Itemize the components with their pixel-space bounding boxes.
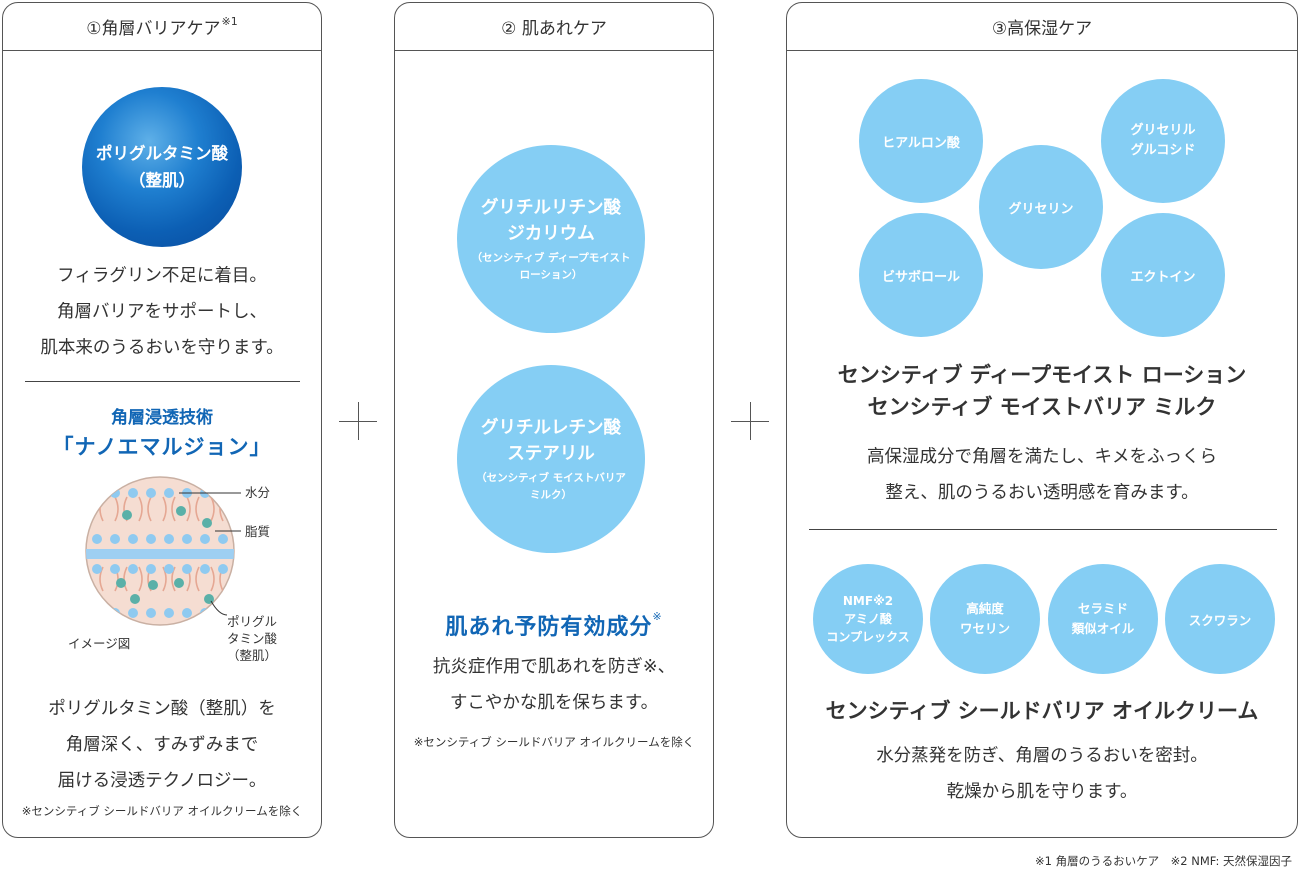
ingredient-name: ジカリウム <box>507 223 595 244</box>
label-line: ポリグル <box>227 614 278 629</box>
page-footnote: ※1 角層のうるおいケア ※2 NMF: 天然保湿因子 <box>1035 854 1292 868</box>
ingredient-name: グリチルレチン酸 <box>481 417 621 438</box>
ingredient-purpose: （整肌） <box>129 171 195 190</box>
ingredient-name: ポリグルタミン酸 <box>96 144 228 163</box>
ingredient-circle-ceramide-oil: セラミド 類似オイル <box>1048 564 1158 674</box>
ingredient-product: （センシティブ モイストバリア <box>476 471 626 484</box>
card-title: ② 肌あれケア <box>501 19 607 39</box>
ingredient-circle-glycerin: グリセリン <box>979 145 1103 269</box>
label-lipid: 脂質 <box>245 524 271 539</box>
exclusion-note: ※センシティブ シールドバリア オイルクリームを除く <box>21 804 303 818</box>
ingredient-name: エクトイン <box>1130 269 1196 285</box>
product-name: センシティブ シールドバリア オイルクリーム <box>825 699 1259 723</box>
description-line: 肌本来のうるおいを守ります。 <box>40 338 284 358</box>
description-line: すこやかな肌を保ちます。 <box>449 693 659 713</box>
product-name: センシティブ ディープモイスト ローション <box>837 363 1247 387</box>
plus-icon <box>731 402 769 440</box>
ingredient-name: アミノ酸 <box>844 612 892 626</box>
ingredient-circle-stearyl-glycyrrhetinate: グリチルレチン酸 ステアリル （センシティブ モイストバリア ミルク） <box>457 365 645 553</box>
divider <box>25 381 300 383</box>
tech-label: 角層浸透技術 <box>111 408 213 428</box>
card-rough-skin-care: ② 肌あれケア グリチルリチン酸 ジカリウム （センシティブ ディープモイスト … <box>394 2 714 838</box>
card-description: 抗炎症作用で肌あれを防ぎ※、 すこやかな肌を保ちます。 <box>395 649 713 721</box>
exclusion-note: ※センシティブ シールドバリア オイルクリームを除く <box>413 735 695 749</box>
label-polyglutamic: ポリグル タミン酸 （整肌） <box>227 613 277 664</box>
ingredient-name: コンプレックス <box>826 630 910 644</box>
ingredient-name: 高純度 <box>966 601 1004 616</box>
card-description: 高保湿成分で角層を満たし、キメをふっくら 整え、肌のうるおい透明感を育みます。 <box>787 439 1297 511</box>
ingredient-name: 類似オイル <box>1071 621 1135 636</box>
description-line: 角層深く、すみずみまで <box>65 735 259 755</box>
title-text: 肌あれ予防有効成分 <box>445 615 653 640</box>
ingredient-name: ヒアルロン酸 <box>882 135 960 151</box>
image-caption: イメージ図 <box>68 636 131 651</box>
divider <box>809 529 1277 531</box>
ingredient-name: ワセリン <box>959 621 1010 636</box>
ingredient-product: （センシティブ ディープモイスト <box>471 251 631 264</box>
card-header: ② 肌あれケア <box>395 3 713 51</box>
ingredient-name: グリセリル <box>1130 123 1196 138</box>
description-line: 高保湿成分で角層を満たし、キメをふっくら <box>867 447 1217 467</box>
card-title: ③高保湿ケア <box>991 19 1093 39</box>
ingredient-name: グリセリン <box>1008 201 1074 217</box>
card-description: 水分蒸発を防ぎ、角層のうるおいを密封。 乾燥から肌を守ります。 <box>787 738 1297 810</box>
ingredient-name: グルコシド <box>1130 143 1196 158</box>
product-name: センシティブ モイストバリア ミルク <box>867 395 1217 419</box>
ingredient-circle-nmf-amino-acid: NMF※2 アミノ酸 コンプレックス <box>813 564 923 674</box>
label-water: 水分 <box>245 485 271 500</box>
description-line: 届ける浸透テクノロジー。 <box>57 771 267 791</box>
nano-emulsion-diagram <box>85 476 241 626</box>
product-names: センシティブ ディープモイスト ローション センシティブ モイストバリア ミルク <box>787 359 1297 423</box>
ingredient-circle-bisabolol: ビサボロール <box>859 213 983 337</box>
ingredient-circle-vaseline: 高純度 ワセリン <box>930 564 1040 674</box>
footnote-mark: ※ <box>652 609 663 623</box>
description-line: 角層バリアをサポートし、 <box>57 302 267 322</box>
ingredient-product: ミルク） <box>530 488 572 501</box>
active-ingredient-title: 肌あれ予防有効成分※ <box>395 609 713 641</box>
tech-name: 「ナノエマルジョン」 <box>52 435 272 459</box>
ingredient-name: NMF※2 <box>842 594 894 608</box>
description-line: 水分蒸発を防ぎ、角層のうるおいを密封。 <box>876 746 1208 766</box>
ingredient-name: グリチルリチン酸 <box>481 197 621 218</box>
ingredient-name: セラミド <box>1077 601 1128 616</box>
tech-description: ポリグルタミン酸（整肌）を 角層深く、すみずみまで 届ける浸透テクノロジー。 <box>3 691 321 799</box>
card-description: フィラグリン不足に着目。 角層バリアをサポートし、 肌本来のうるおいを守ります。 <box>3 258 321 366</box>
label-line: タミン酸 <box>227 631 278 646</box>
ingredient-circle-hyaluronic: ヒアルロン酸 <box>859 79 983 203</box>
ingredient-name: スクワラン <box>1188 612 1252 628</box>
description-line: 乾燥から肌を守ります。 <box>946 782 1138 802</box>
description-line: フィラグリン不足に着目。 <box>57 266 267 286</box>
ingredient-circle-glyceryl-glucoside: グリセリル グルコシド <box>1101 79 1225 203</box>
footnote-mark: ※1 <box>221 15 238 28</box>
card-title: ①角層バリアケア <box>86 19 221 39</box>
card-barrier-care: ①角層バリアケア※1 ポリグルタミン酸 （整肌） フィラグリン不足に着目。 角層… <box>2 2 322 838</box>
description-line: 抗炎症作用で肌あれを防ぎ※、 <box>432 657 676 677</box>
ingredient-circle-polyglutamic: ポリグルタミン酸 （整肌） <box>82 87 242 247</box>
ingredient-circle-ectoin: エクトイン <box>1101 213 1225 337</box>
label-line: （整肌） <box>227 648 278 663</box>
plus-icon <box>339 402 377 440</box>
ingredient-circle-glycyrrhizinate: グリチルリチン酸 ジカリウム （センシティブ ディープモイスト ローション） <box>457 145 645 333</box>
card-high-moisture-care: ③高保湿ケア ヒアルロン酸 グリセリル グルコシド グリセリン ビサボロール エ… <box>786 2 1298 838</box>
ingredient-name: ビサボロール <box>881 269 960 285</box>
ingredient-name: ステアリル <box>507 443 595 464</box>
card-header: ③高保湿ケア <box>787 3 1297 51</box>
ingredient-circle-squalane: スクワラン <box>1165 564 1275 674</box>
description-line: 整え、肌のうるおい透明感を育みます。 <box>885 483 1199 503</box>
description-line: ポリグルタミン酸（整肌）を <box>48 699 276 719</box>
card-header: ①角層バリアケア※1 <box>3 3 321 51</box>
ingredient-product: ローション） <box>519 268 583 281</box>
